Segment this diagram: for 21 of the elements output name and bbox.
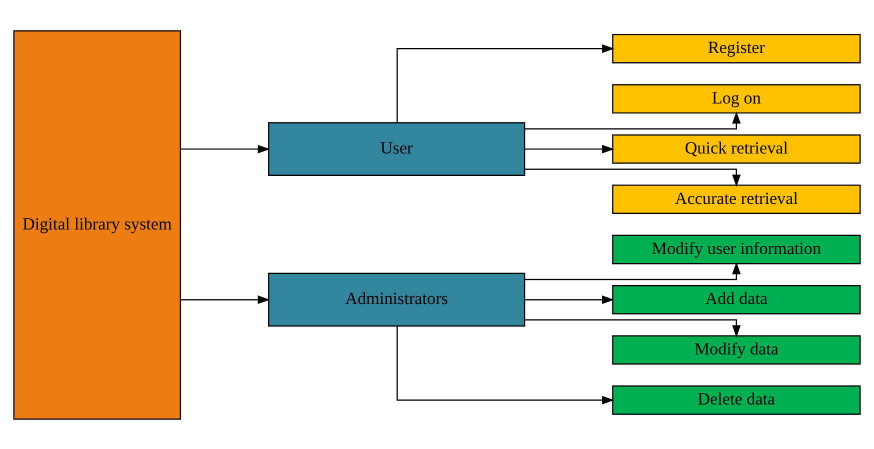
node-box: Quick retrieval [612,134,861,164]
arrow [524,110,741,129]
arrow [180,144,270,153]
node-box: Administrators [268,272,526,326]
arrow [396,326,614,404]
node-box: Modify data [612,334,861,364]
arrow [180,294,270,304]
arrow [396,44,614,122]
node-box: Log on [612,84,861,114]
node-box: Accurate retrieval [612,184,861,214]
arrow [524,168,741,186]
arrow [524,144,614,153]
node-box: User [268,122,526,176]
arrow [524,318,741,337]
node-box: Add data [612,284,861,314]
node-box: Digital library system [13,30,182,420]
arrow [524,261,741,280]
node-box: Delete data [612,384,861,414]
node-box: Register [612,33,861,63]
arrow [524,294,614,304]
node-box: Modify user information [612,234,861,264]
